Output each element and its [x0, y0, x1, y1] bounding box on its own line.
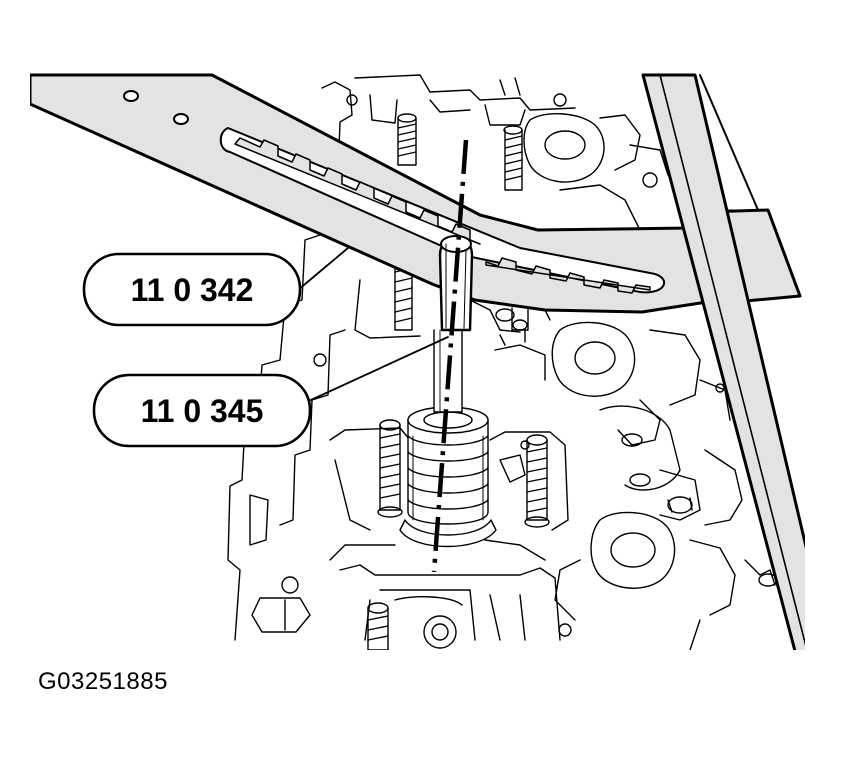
callout-11-0-342: 11 0 342 — [82, 252, 302, 327]
callout-11-0-345: 11 0 345 — [92, 373, 312, 448]
leader-lines — [297, 247, 449, 406]
callout-label: 11 0 342 — [131, 272, 254, 308]
center-axis — [431, 139, 469, 573]
callout-label: 11 0 345 — [141, 393, 264, 429]
cylinder-head-outline — [227, 74, 778, 650]
figure-id: G03251885 — [38, 668, 168, 695]
valve-tool-upper — [438, 235, 474, 332]
side-rail — [641, 73, 805, 650]
valve-spring — [399, 406, 497, 548]
